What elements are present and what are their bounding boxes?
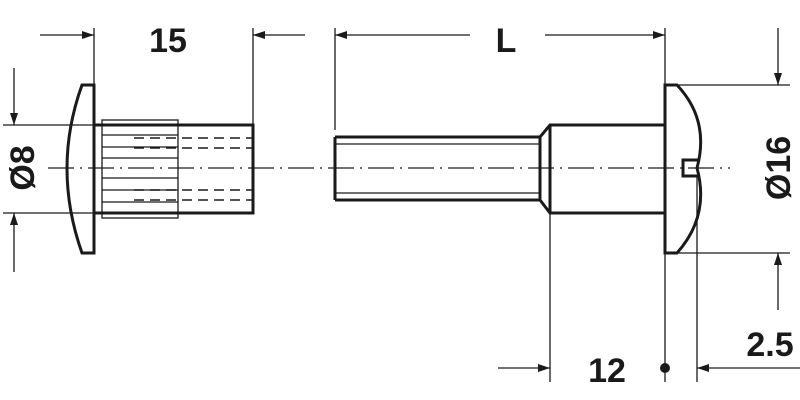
- dim-15-label: 15: [149, 22, 187, 60]
- dimension-12: 12: [498, 213, 670, 390]
- dimension-l: L: [334, 22, 666, 130]
- bolt: [333, 83, 703, 255]
- dimension-15: 15: [40, 22, 305, 125]
- dimension-2-5: 2.5: [696, 176, 800, 382]
- dim-d8-label: Ø8: [4, 145, 42, 190]
- dim-12-label: 12: [588, 352, 626, 390]
- dimension-d8: Ø8: [3, 68, 94, 272]
- dim-d16-label: Ø16: [760, 136, 798, 200]
- sleeve-nut: [65, 83, 255, 255]
- dim-l-label: L: [496, 22, 517, 60]
- dim-2-5-label: 2.5: [746, 326, 793, 364]
- dimension-d16: Ø16: [677, 28, 798, 310]
